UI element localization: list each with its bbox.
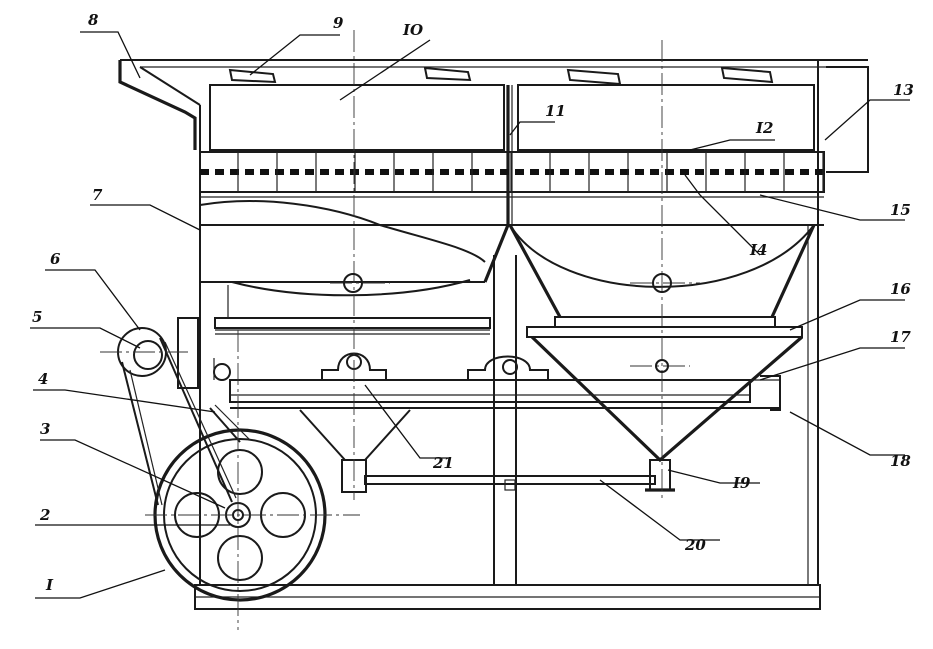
label-13: 13 xyxy=(893,81,914,99)
label-2: 2 xyxy=(39,506,50,524)
label-5: 5 xyxy=(32,308,42,326)
outlet-13 xyxy=(826,66,869,173)
deflector-flaps xyxy=(228,66,774,86)
label-1: I xyxy=(45,576,54,594)
upper-boxes xyxy=(209,84,815,225)
feed-hopper xyxy=(118,60,201,150)
label-4: 4 xyxy=(38,370,48,388)
left-shelf xyxy=(214,285,491,335)
label-3: 3 xyxy=(40,420,50,438)
left-funnel xyxy=(299,409,656,493)
label-11: 11 xyxy=(545,102,566,120)
box-right xyxy=(517,84,815,151)
label-18: 18 xyxy=(890,452,911,470)
label-7: 7 xyxy=(92,186,103,204)
label-21: 21 xyxy=(432,454,454,472)
box-left xyxy=(209,84,505,151)
center-lines xyxy=(100,30,700,630)
leader-lines xyxy=(30,31,910,599)
sieve-band xyxy=(199,151,825,226)
label-16: 16 xyxy=(890,280,911,298)
lower-cone xyxy=(530,335,804,463)
label-17: 17 xyxy=(890,328,911,346)
label-12: I2 xyxy=(755,119,773,137)
bracket-18 xyxy=(760,375,781,411)
label-19: I9 xyxy=(732,474,751,492)
left-chamber xyxy=(199,200,510,297)
motor-bracket xyxy=(177,317,199,389)
label-10: IO xyxy=(402,21,423,39)
machine-frame xyxy=(120,59,869,610)
cone-flange xyxy=(554,316,776,328)
label-14: I4 xyxy=(749,241,767,259)
drive-assembly xyxy=(117,317,327,602)
rail-20 xyxy=(364,475,656,485)
label-9: 9 xyxy=(333,14,344,32)
label-8: 8 xyxy=(88,11,99,29)
flange-16 xyxy=(526,326,803,338)
label-15: 15 xyxy=(890,201,911,219)
shaker-tray xyxy=(213,352,781,409)
inspection-holes xyxy=(343,273,672,373)
label-6: 6 xyxy=(50,250,61,268)
right-cone xyxy=(508,224,816,492)
part-labels: 8 9 IO 11 I2 13 I4 15 16 17 18 I9 20 21 … xyxy=(32,11,914,594)
label-20: 20 xyxy=(684,536,706,554)
